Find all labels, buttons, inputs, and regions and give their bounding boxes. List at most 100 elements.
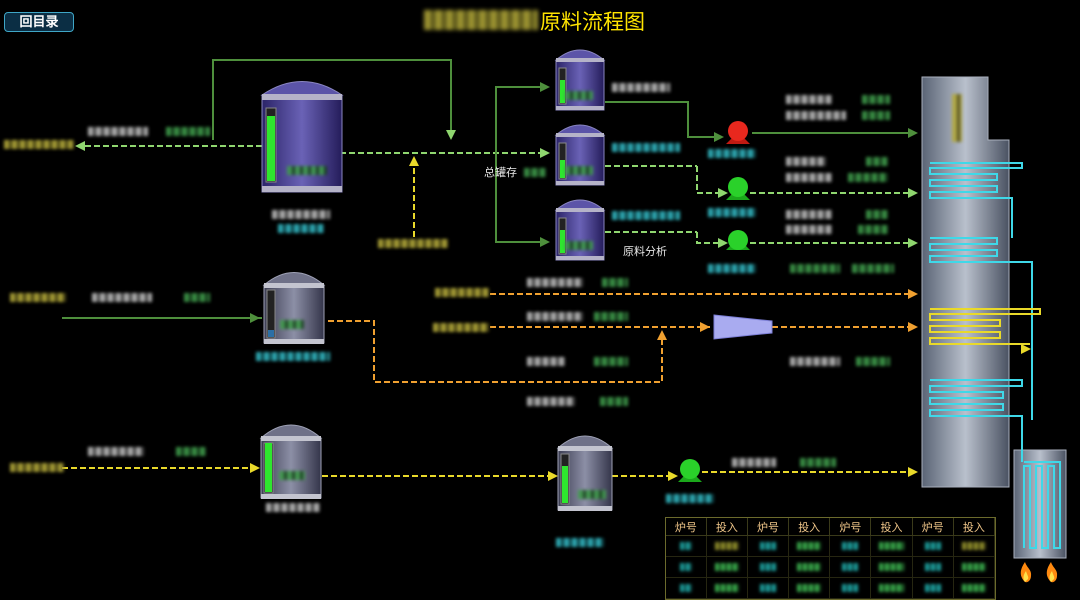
redacted-text [527,312,583,321]
redacted-text [527,397,575,406]
redacted-text [378,239,448,248]
redacted-text [786,157,826,166]
redacted-text [92,293,152,302]
redacted-text [433,323,489,332]
tank-3[interactable] [554,199,606,261]
fire-icon [1020,562,1032,583]
redacted-text [4,140,74,149]
furnace-input-table: 炉号 投入 炉号 投入 炉号 投入 炉号 投入 [665,517,996,600]
redacted-text [612,83,670,92]
level-bar [562,466,568,503]
redacted-text [556,538,604,547]
compressor[interactable] [713,314,773,340]
furnace [921,76,1067,559]
page-title: 原料流程图 [540,10,645,34]
coil-upper [929,162,1033,420]
raw-material-analysis-label[interactable]: 原料分析 [623,245,667,258]
col-input: 投入 [953,518,995,536]
tank-bottom-left[interactable] [259,424,323,499]
redacted-text [786,173,832,182]
redacted-text [527,357,565,366]
redacted-text [527,278,583,287]
redacted-text [848,173,888,182]
redacted-text [176,447,206,456]
redacted-text [862,95,890,104]
total-storage-label: 总罐存 [484,166,517,179]
pump-icon[interactable] [678,459,702,482]
redacted-text [866,157,888,166]
redacted-text [280,320,304,329]
redacted-text [578,490,606,499]
col-furnace-no: 炉号 [912,518,954,536]
redacted-text [524,168,546,177]
redacted-text [786,95,832,104]
redacted-text [790,264,840,273]
table-row [666,556,995,578]
redacted-text [790,357,840,366]
redacted-text [10,293,66,302]
flow-lines [62,145,915,477]
redacted-text [858,225,888,234]
col-input: 投入 [788,518,831,536]
level-bar [267,116,275,181]
redacted-text [88,447,144,456]
redacted-text [856,357,890,366]
coil-lower [929,379,1061,549]
level-bar [560,230,565,253]
redacted-text [602,278,628,287]
level-bar [560,80,565,103]
col-input: 投入 [706,518,748,536]
fire-icon [1046,562,1058,583]
redacted-text [166,127,210,136]
redacted-text [594,312,628,321]
redacted-text [852,264,894,273]
table-row [666,577,995,599]
solid-lines [62,59,915,319]
redacted-text [786,210,832,219]
tank-2[interactable] [554,124,606,186]
heating-coils [929,162,1061,549]
redacted-text [266,503,320,512]
redacted-text [10,463,64,472]
table-row [666,535,995,557]
redacted-text [565,241,593,250]
redacted-text [594,357,628,366]
tank-bottom-right[interactable] [556,435,614,511]
redacted-text [565,166,593,175]
redacted-text [862,111,890,120]
pump-icon[interactable] [726,230,750,250]
plant-name-redacted [424,10,538,30]
tank-middle[interactable] [262,272,326,345]
redacted-text [786,225,832,234]
coil-middle [929,308,1041,345]
redacted-text [88,127,148,136]
redacted-text [272,210,330,219]
redacted-text [866,210,888,219]
redacted-text [287,166,327,175]
redacted-text [565,91,593,100]
redacted-text [184,293,210,302]
tank-1[interactable] [554,49,606,111]
redacted-text [800,458,836,467]
back-to-menu-button[interactable]: 回目录 [4,12,74,32]
redacted-text [600,397,628,406]
col-furnace-no: 炉号 [747,518,790,536]
redacted-text [612,211,680,220]
pump-icon[interactable] [726,121,750,144]
redacted-text [952,94,962,142]
redacted-text [708,208,756,217]
redacted-text [786,111,846,120]
redacted-text [666,494,714,503]
redacted-text [708,149,756,158]
redacted-text [256,352,330,361]
tank-main[interactable] [260,81,344,193]
level-bar [265,443,272,492]
col-furnace-no: 炉号 [829,518,872,536]
col-furnace-no: 炉号 [666,518,707,536]
redacted-text [435,288,489,297]
redacted-text [279,471,305,480]
col-input: 投入 [870,518,913,536]
arrow-icon [75,82,918,481]
pump-icon[interactable] [726,177,750,200]
